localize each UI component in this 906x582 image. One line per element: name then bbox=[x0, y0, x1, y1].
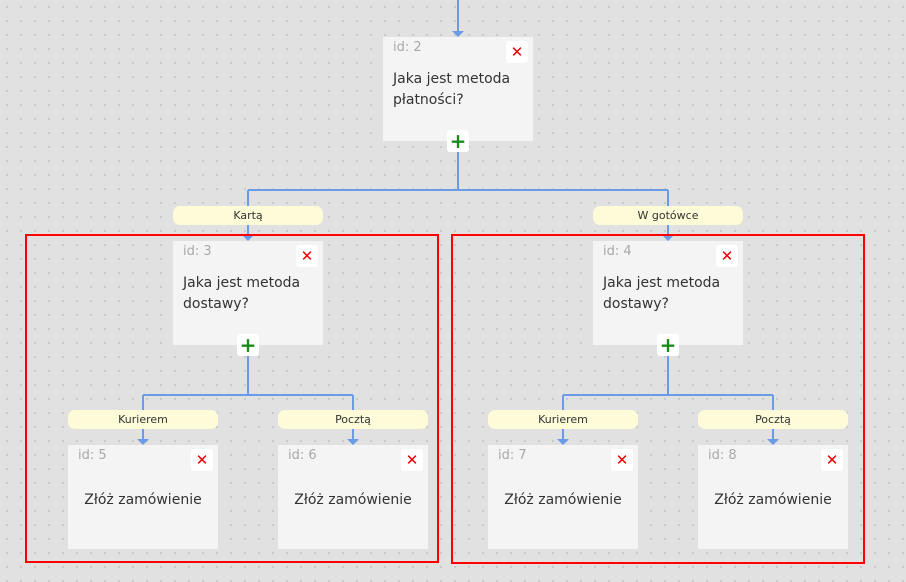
node-id: id: 5 bbox=[78, 448, 107, 463]
highlight-frame-left bbox=[25, 234, 439, 563]
node-text: Złóż zamówienie bbox=[504, 492, 622, 508]
node-id: id: 4 bbox=[603, 244, 632, 259]
action-node[interactable]: id: 5 ✕ Złóż zamówienie bbox=[68, 445, 218, 549]
action-node[interactable]: id: 7 ✕ Złóż zamówienie bbox=[488, 445, 638, 549]
highlight-frame-right bbox=[451, 234, 865, 564]
delete-icon[interactable]: ✕ bbox=[821, 449, 843, 471]
node-id: id: 3 bbox=[183, 244, 212, 259]
edge-label-kurierem[interactable]: Kurierem bbox=[488, 410, 638, 429]
action-node[interactable]: id: 8 ✕ Złóż zamówienie bbox=[698, 445, 848, 549]
edge-label-poczta[interactable]: Pocztą bbox=[698, 410, 848, 429]
action-node[interactable]: id: 6 ✕ Złóż zamówienie bbox=[278, 445, 428, 549]
node-id: id: 6 bbox=[288, 448, 317, 463]
edge-label-w-gotowce[interactable]: W gotówce bbox=[593, 206, 743, 225]
add-child-button[interactable]: + bbox=[237, 334, 259, 356]
question-node[interactable]: id: 4 ✕ Jaka jest metoda dostawy? bbox=[593, 241, 743, 345]
node-id: id: 2 bbox=[393, 40, 422, 55]
node-text: Złóż zamówienie bbox=[714, 492, 832, 508]
delete-icon[interactable]: ✕ bbox=[296, 245, 318, 267]
delete-icon[interactable]: ✕ bbox=[611, 449, 633, 471]
question-node[interactable]: id: 2 ✕ Jaka jest metoda płatności? bbox=[383, 37, 533, 141]
node-text: Jaka jest metoda dostawy? bbox=[603, 275, 721, 312]
delete-icon[interactable]: ✕ bbox=[506, 41, 528, 63]
question-node[interactable]: id: 3 ✕ Jaka jest metoda dostawy? bbox=[173, 241, 323, 345]
node-text: Złóż zamówienie bbox=[294, 492, 412, 508]
node-text: Jaka jest metoda dostawy? bbox=[183, 275, 301, 312]
node-text: Jaka jest metoda płatności? bbox=[393, 71, 511, 108]
node-id: id: 7 bbox=[498, 448, 527, 463]
delete-icon[interactable]: ✕ bbox=[191, 449, 213, 471]
node-id: id: 8 bbox=[708, 448, 737, 463]
edge-label-karta[interactable]: Kartą bbox=[173, 206, 323, 225]
delete-icon[interactable]: ✕ bbox=[401, 449, 423, 471]
edge-label-kurierem[interactable]: Kurierem bbox=[68, 410, 218, 429]
delete-icon[interactable]: ✕ bbox=[716, 245, 738, 267]
node-text: Złóż zamówienie bbox=[84, 492, 202, 508]
add-child-button[interactable]: + bbox=[447, 130, 469, 152]
edge-label-poczta[interactable]: Pocztą bbox=[278, 410, 428, 429]
add-child-button[interactable]: + bbox=[657, 334, 679, 356]
